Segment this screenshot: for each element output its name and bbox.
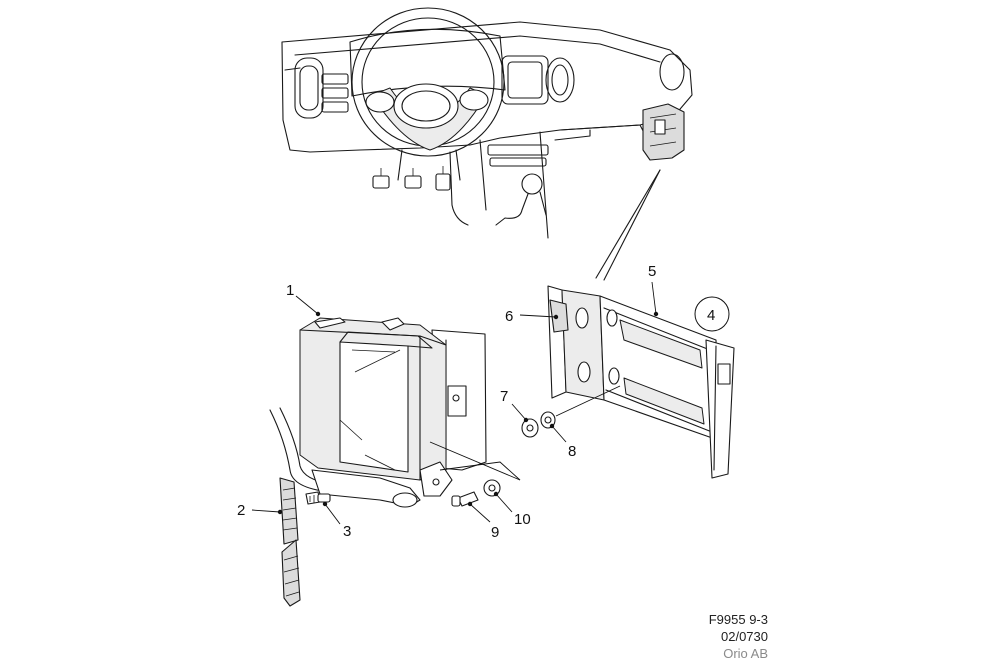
callout-2: 2 [237,502,283,519]
svg-text:4: 4 [707,307,715,324]
svg-text:9: 9 [491,524,499,541]
callout-7: 7 [500,388,529,423]
figure-code: F9955 9-3 [708,612,768,627]
svg-text:3: 3 [343,523,351,540]
svg-text:10: 10 [514,511,531,528]
mounting-bracket [547,285,735,479]
screw-3 [305,491,331,505]
dashboard-illustration [281,7,693,239]
trim-panel [279,477,301,607]
svg-text:1: 1 [286,282,294,299]
fastener-guide-line [555,385,621,417]
callout-10: 10 [493,491,531,528]
nut-7 [521,418,539,438]
srs-control-module [269,317,521,508]
callout-5: 5 [648,263,659,317]
callout-8: 8 [549,423,576,460]
bolt-9 [451,491,479,507]
callout-9: 9 [467,501,499,541]
callout-4: 4 [694,296,730,332]
svg-text:6: 6 [505,308,513,325]
svg-text:7: 7 [500,388,508,405]
callout-1: 1 [286,282,321,317]
callout-6: 6 [505,308,559,325]
svg-text:2: 2 [237,502,245,519]
svg-text:8: 8 [568,443,576,460]
figure-date: 02/0730 [721,629,768,644]
svg-text:5: 5 [648,263,656,280]
figure-owner: Orio AB [723,646,768,661]
callout-3: 3 [322,501,351,540]
location-indicator [595,169,661,281]
